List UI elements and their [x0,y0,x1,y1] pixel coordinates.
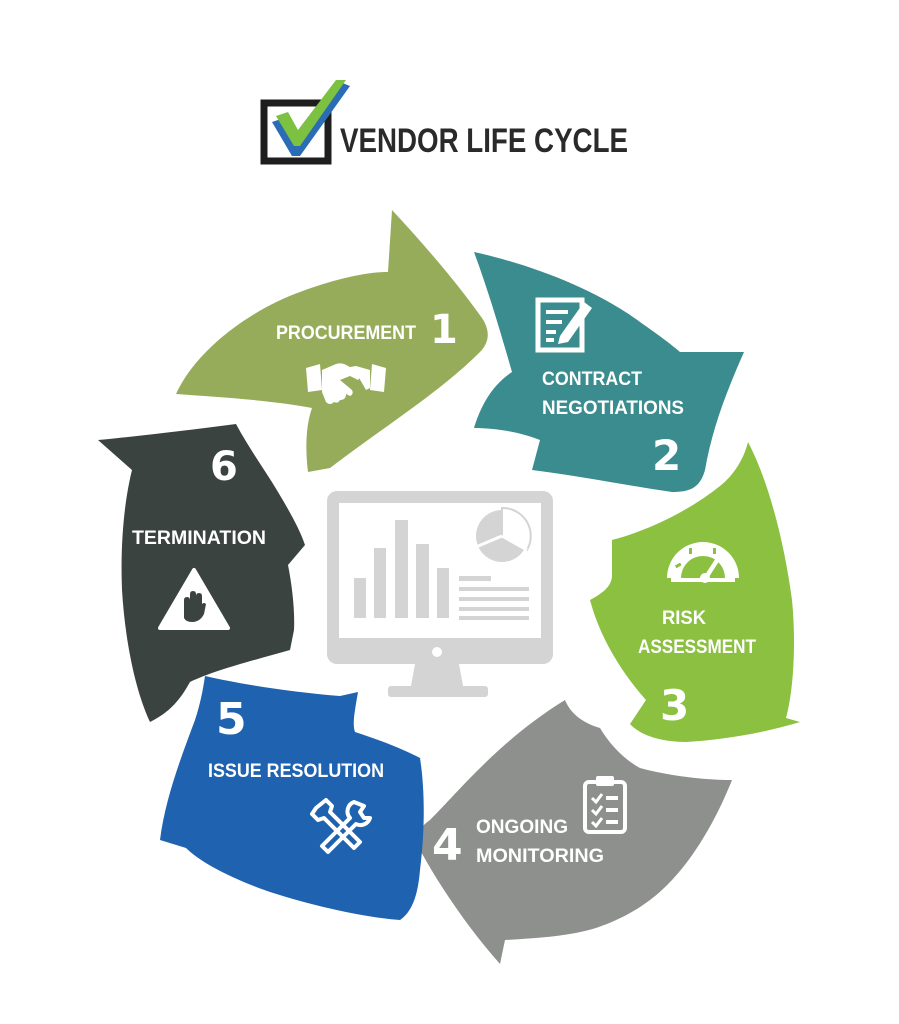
stage-3-arrow-shape [590,442,800,742]
stage-5-label: ISSUE RESOLUTION [208,761,384,782]
stage-5-arrow-shape [160,676,424,920]
stage-6-arrow-shape [98,424,305,722]
stage-3-label-line1: RISK [662,608,706,629]
stage-1-label: PROCUREMENT [276,323,416,344]
stage-risk-assessment: RISK ASSESSMENT 3 [590,442,800,742]
stage-4-label-line2: MONITORING [476,846,604,867]
stage-1-arrow-shape [176,210,488,472]
stage-2-arrow-shape [474,252,744,492]
stage-issue-resolution: 5 ISSUE RESOLUTION [160,676,424,920]
stage-contract-negotiations: CONTRACT NEGOTIATIONS 2 [474,252,744,492]
stage-2-label-line2: NEGOTIATIONS [542,398,684,419]
stage-4-label-line1: ONGOING [476,817,568,838]
page-title: VENDOR LIFE CYCLE [340,122,628,160]
stage-1-number: 1 [430,307,458,353]
clipboard-checklist-icon [583,776,627,834]
stage-2-number: 2 [652,431,681,480]
stop-hand-warning-icon [158,568,230,630]
stage-3-number: 3 [660,681,689,730]
stage-4-number: 4 [432,820,463,871]
stage-6-number: 6 [210,444,238,490]
stage-ongoing-monitoring: 4 ONGOING MONITORING [417,700,732,964]
checkbox-logo-icon [260,80,350,165]
contract-edit-icon [535,297,592,353]
stage-5-number: 5 [216,694,247,745]
handshake-icon [306,363,386,404]
stage-2-label-line1: CONTRACT [542,369,642,390]
header: VENDOR LIFE CYCLE [260,80,628,165]
stage-6-label: TERMINATION [132,528,266,549]
monitor-dashboard-icon [327,491,553,697]
stage-4-arrow-shape [417,700,732,964]
stage-procurement: PROCUREMENT 1 [176,210,488,472]
stage-termination: 6 TERMINATION [98,424,305,722]
stage-3-label-line2: ASSESSMENT [638,637,756,658]
tools-icon [310,798,372,854]
gauge-icon [667,542,739,583]
